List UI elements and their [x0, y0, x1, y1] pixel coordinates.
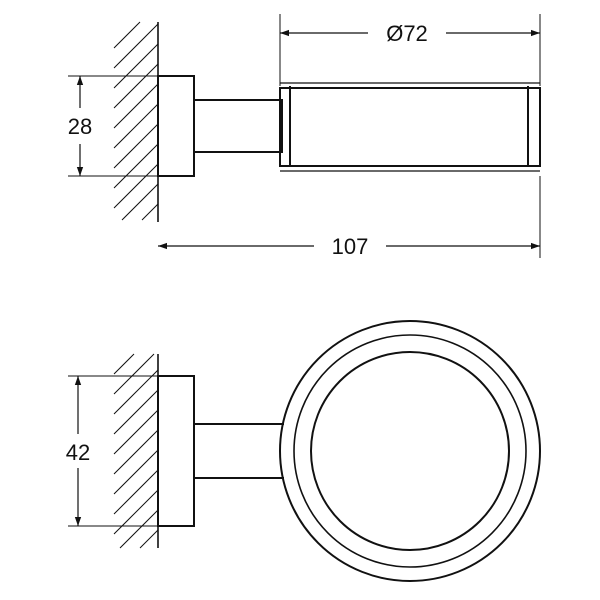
wall-plate-top: [157, 375, 195, 527]
wall-hatching-top: [113, 21, 159, 222]
side-view: Ø72 28 107: [68, 14, 541, 259]
plate-height-label: 42: [66, 440, 90, 465]
arm-top: [194, 423, 284, 479]
dimension-plate-height: 42: [66, 375, 158, 527]
dimension-diameter: Ø72: [279, 14, 541, 86]
holder-side: [279, 82, 541, 172]
wall-hatching-bottom: [113, 353, 159, 549]
wall-plate-side: [157, 75, 195, 177]
overall-length-label: 107: [332, 234, 369, 259]
dimension-overall-length: 107: [158, 176, 541, 259]
diameter-label: Ø72: [386, 21, 428, 46]
arm-side: [193, 99, 283, 153]
top-view: 42: [66, 320, 541, 582]
depth-label: 28: [68, 114, 92, 139]
dimension-depth: 28: [68, 75, 158, 177]
holder-ring: [279, 320, 541, 582]
